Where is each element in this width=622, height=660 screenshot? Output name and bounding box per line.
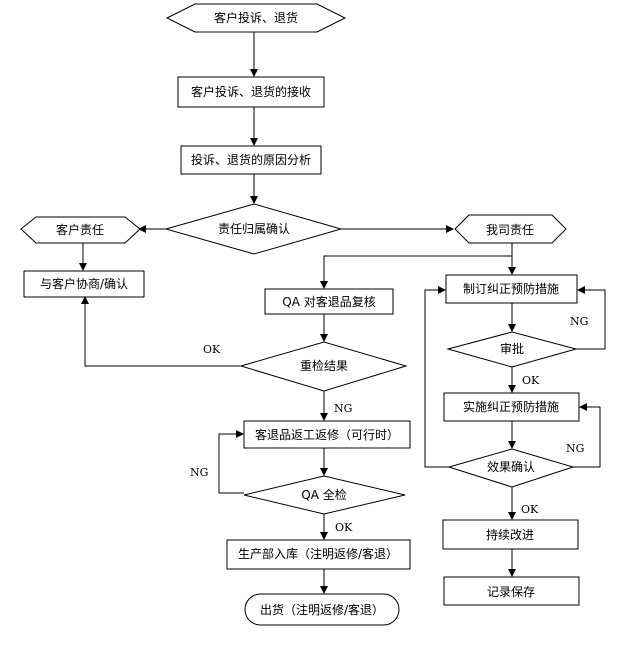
our-responsibility-label: 我司责任 (486, 223, 534, 237)
node-rework: 客退品返工返修（可行时） (243, 420, 411, 449)
ship-label: 出货（注明返修/客退） (260, 602, 384, 617)
node-improve: 持续改进 (442, 519, 579, 550)
node-effect: 效果确认 (447, 448, 575, 488)
node-customer-responsibility: 客户责任 (20, 216, 141, 244)
connectors (79, 32, 606, 594)
ship-terminal (244, 593, 400, 626)
node-qa-review: QA 对客退品复核 (264, 288, 394, 315)
record-label: 记录保存 (487, 585, 535, 599)
arrow-effect-loop-to-plan (424, 286, 449, 468)
warehouse-box (226, 539, 411, 570)
arrow-qa-full-ng-loop (218, 430, 244, 494)
node-receive: 客户投诉、退货的接收 (177, 76, 325, 108)
qa-full-label: QA 全检 (301, 487, 346, 502)
node-start: 客户投诉、退货 (165, 3, 347, 33)
qa-full-ng-label: NG (190, 466, 208, 479)
arrow-effect-ng-loop (573, 403, 601, 468)
node-responsibility: 责任归属确认 (164, 203, 343, 255)
node-record: 记录保存 (443, 576, 580, 606)
responsibility-label: 责任归属确认 (218, 222, 290, 236)
effect-ng-label: NG (566, 442, 584, 455)
edge-labels: OK NG NG OK NG OK NG OK (190, 315, 588, 534)
improve-label: 持续改进 (486, 527, 534, 542)
recheck-ok-label: OK (203, 343, 221, 356)
node-approve: 审批 (446, 331, 578, 368)
negotiate-label: 与客户协商/确认 (40, 276, 128, 291)
approve-ng-label: NG (570, 315, 588, 328)
plan-box (445, 274, 578, 304)
warehouse-label: 生产部入库（注明返修/客退） (238, 546, 398, 561)
responsibility-diamond (164, 203, 343, 255)
approve-label: 审批 (500, 341, 524, 356)
receive-label: 客户投诉、退货的接收 (191, 84, 311, 99)
node-warehouse: 生产部入库（注明返修/客退） (226, 539, 411, 570)
implement-label: 实施纠正预防措施 (463, 399, 559, 414)
implement-box (443, 392, 580, 422)
arrow-approve-ng-loop (576, 286, 606, 350)
customer-responsibility-shape (20, 216, 141, 244)
recheck-diamond (239, 341, 408, 392)
node-analysis: 投诉、退货的原因分析 (180, 145, 322, 175)
approve-ok-label: OK (522, 374, 540, 387)
recheck-ng-label: NG (334, 402, 352, 415)
approve-diamond (446, 331, 578, 368)
qa-review-box (264, 288, 394, 315)
negotiate-box (23, 270, 145, 298)
effect-diamond (447, 448, 575, 488)
our-responsibility-shape (454, 214, 567, 244)
rework-box (243, 420, 411, 449)
qa-full-diamond (243, 475, 406, 515)
effect-ok-label: OK (521, 503, 539, 516)
qa-review-label: QA 对客退品复核 (282, 294, 375, 309)
analysis-label: 投诉、退货的原因分析 (191, 152, 311, 167)
start-shape (165, 3, 347, 33)
analysis-box (180, 145, 322, 175)
plan-label: 制订纠正预防措施 (463, 281, 559, 296)
record-box (443, 576, 580, 606)
effect-label: 效果确认 (487, 459, 535, 474)
qa-full-ok-label: OK (335, 521, 353, 534)
improve-box (442, 519, 579, 550)
rework-label: 客退品返工返修（可行时） (255, 427, 399, 442)
node-ship: 出货（注明返修/客退） (244, 593, 400, 626)
customer-responsibility-label: 客户责任 (56, 222, 104, 237)
node-negotiate: 与客户协商/确认 (23, 270, 145, 298)
receive-box (177, 76, 325, 108)
node-recheck: 重检结果 (239, 341, 408, 392)
node-qa-full: QA 全检 (243, 475, 406, 515)
node-plan: 制订纠正预防措施 (445, 274, 578, 304)
start-label: 客户投诉、退货 (214, 10, 298, 25)
node-our-responsibility: 我司责任 (454, 214, 567, 244)
node-implement: 实施纠正预防措施 (443, 392, 580, 422)
recheck-label: 重检结果 (300, 358, 348, 373)
arrow-recheck-ok-to-negotiate (81, 296, 241, 367)
